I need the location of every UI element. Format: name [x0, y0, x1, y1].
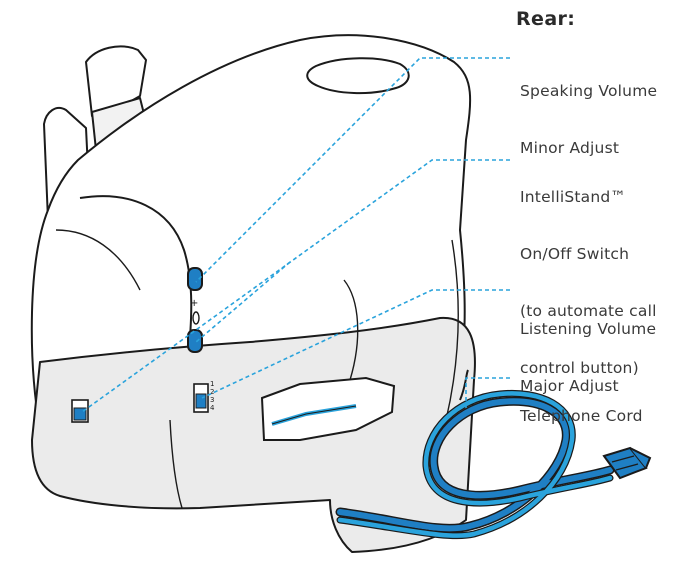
listening-volume-control: 1 2 3 4: [193, 380, 215, 413]
callout-speaking-volume: Speaking Volume Minor Adjust: [520, 44, 657, 196]
callout-line: Telephone Cord: [520, 407, 643, 425]
speaking-volume-control: +: [187, 267, 203, 325]
left-port: [71, 399, 89, 423]
top-recess: [306, 57, 410, 95]
svg-text:3: 3: [210, 396, 214, 404]
svg-text:4: 4: [210, 404, 215, 412]
callout-line: Speaking Volume: [520, 82, 658, 100]
leader-lines: [81, 57, 510, 413]
callout-telephone-cord: Telephone Cord: [520, 369, 643, 464]
intellistand-switch-control: [187, 329, 203, 353]
svg-text:+: +: [190, 298, 198, 309]
callout-line: Listening Volume: [520, 320, 657, 338]
callout-line: Minor Adjust: [520, 139, 620, 157]
callout-line: (to automate call: [520, 302, 657, 320]
leader-line-listening: [201, 289, 510, 399]
svg-text:1: 1: [210, 380, 214, 388]
callout-line: control button): [520, 359, 639, 377]
leader-line-speaking: [195, 57, 510, 283]
callout-line: IntelliStand™: [520, 188, 627, 206]
callout-listening-volume: Listening Volume Major Adjust: [520, 282, 656, 434]
telephone-cord: [335, 369, 615, 540]
leader-line-intellistand: [81, 159, 510, 413]
svg-text:2: 2: [210, 388, 214, 396]
rear-heading: Rear:: [516, 8, 576, 30]
callout-intellistand-switch: IntelliStand™ On/Off Switch (to automate…: [520, 150, 657, 416]
callout-line: Major Adjust: [520, 377, 619, 395]
callout-line: On/Off Switch: [520, 245, 630, 263]
shell-curve: [79, 195, 193, 361]
telephone-plug: [602, 446, 652, 480]
leader-line-cord: [465, 377, 510, 408]
